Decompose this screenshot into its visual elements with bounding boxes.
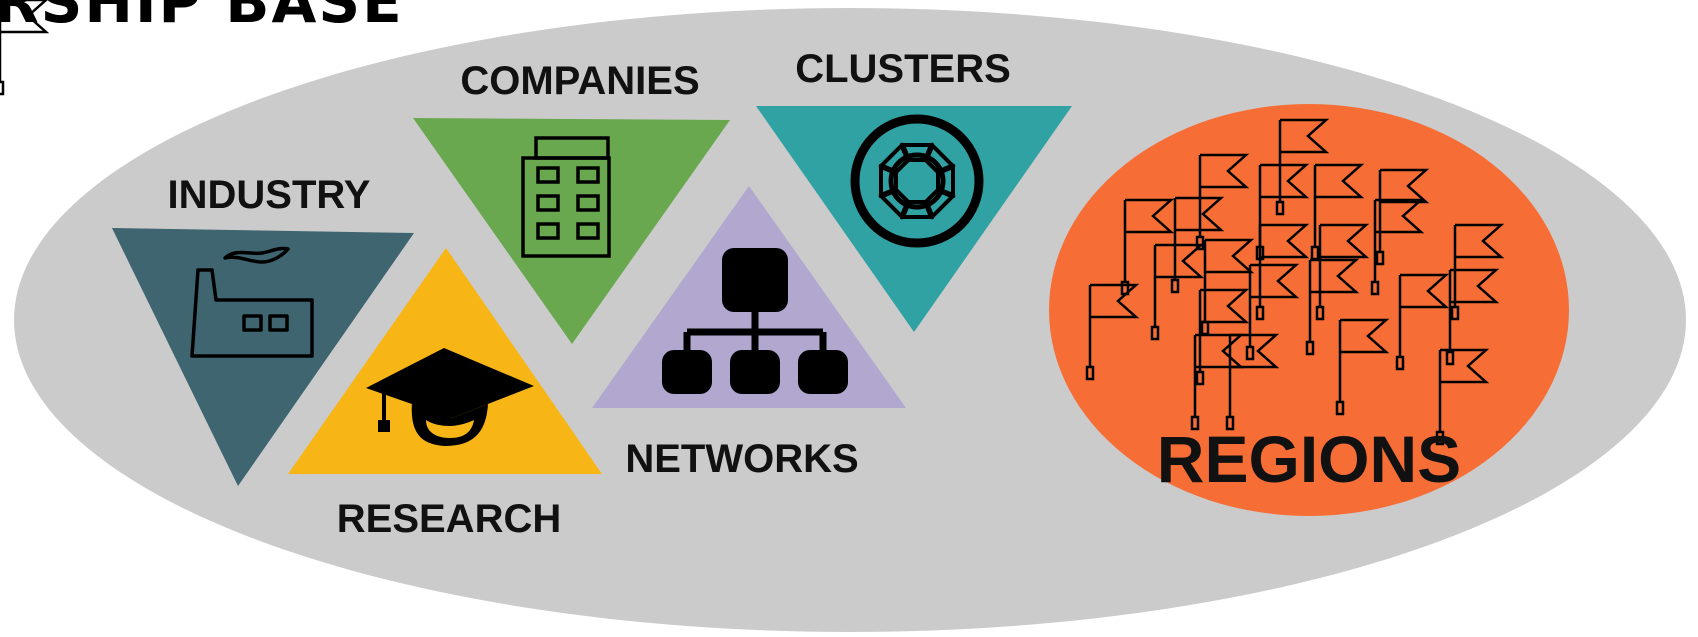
companies-triangle: [413, 118, 730, 344]
regions-label: REGIONS: [1157, 422, 1461, 496]
network-hierarchy-icon: [662, 248, 848, 394]
networks-segment: NETWORKS: [592, 186, 906, 481]
office-building-icon: [521, 136, 611, 258]
networks-label: NETWORKS: [625, 437, 858, 481]
industry-segment: INDUSTRY: [112, 173, 414, 486]
clusters-label: CLUSTERS: [795, 47, 1011, 91]
companies-segment: COMPANIES: [413, 59, 730, 344]
regions-segment: REGIONS: [0, 0, 1569, 516]
research-label: RESEARCH: [337, 497, 561, 541]
cluster-ring-icon: [850, 114, 984, 248]
companies-label: COMPANIES: [460, 59, 699, 103]
industry-label: INDUSTRY: [168, 173, 371, 217]
factory-icon: [190, 246, 314, 358]
page-title: RSHIP BASE: [0, 0, 404, 36]
clusters-segment: CLUSTERS: [756, 47, 1072, 332]
flags-icon: [0, 0, 1503, 446]
research-segment: RESEARCH: [288, 248, 602, 541]
graduation-cap-icon: [366, 348, 534, 446]
